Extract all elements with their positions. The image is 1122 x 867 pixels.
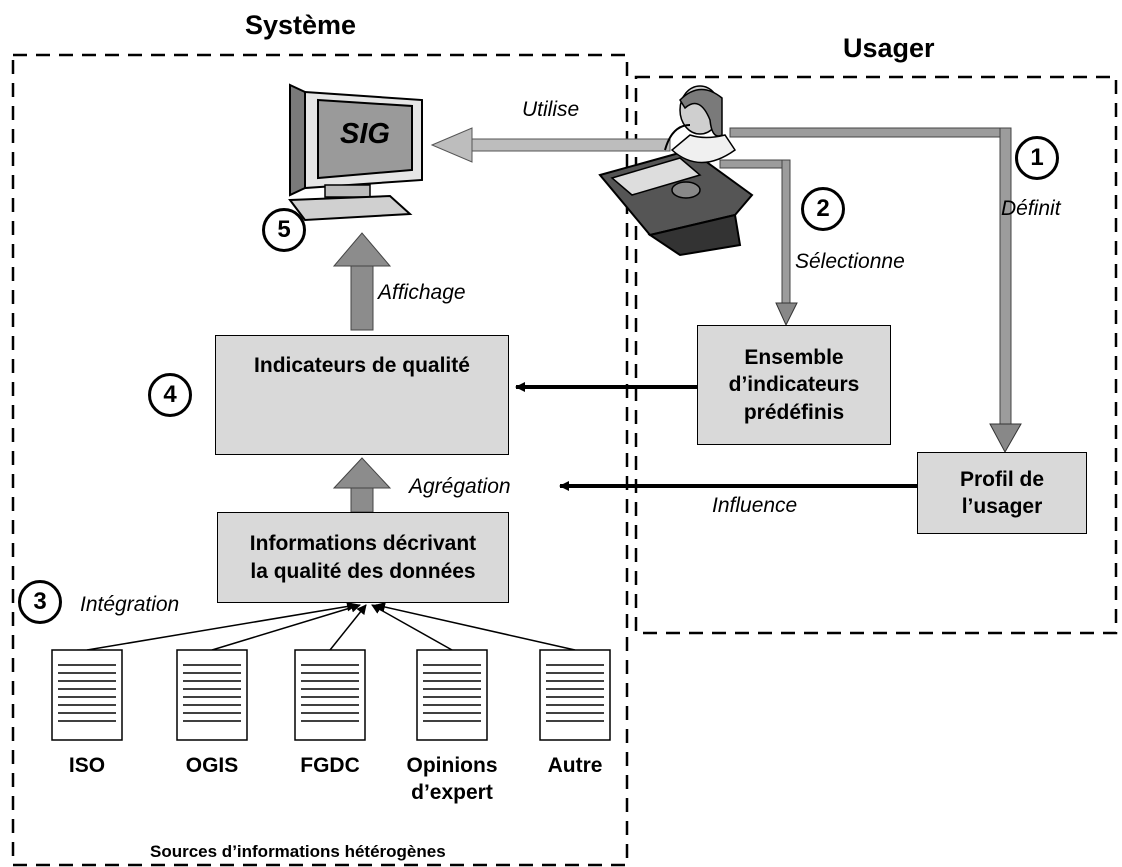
document-icon [416,649,488,741]
predefined-indicators-box: Ensemble d’indicateurs prédéfinis [697,325,891,445]
predefined-line-2: d’indicateurs [728,373,860,397]
profile-line-2: l’usager [961,495,1043,518]
agregation-arrow [332,457,392,513]
affichage-label: Affichage [378,281,466,304]
utilise-arrow [430,127,671,163]
sources-caption: Sources d’informations hétérogènes [150,842,446,861]
step-3-marker: 3 [18,580,62,624]
document-icon [539,649,611,741]
integration-lines [86,601,576,651]
document-icon [51,649,123,741]
document-icon [294,649,366,741]
selectionne-label: Sélectionne [795,250,905,273]
influence-label: Influence [712,494,798,517]
quality-indicators-box: Indicateurs de qualité [215,335,509,455]
source-label-ogis: OGIS [185,754,239,777]
source-label-iso: ISO [68,754,106,777]
step-2-marker: 2 [801,187,845,231]
agregation-label: Agrégation [409,475,511,498]
user-person-icon [598,85,754,257]
info-line-1: Informations décrivant [249,532,477,556]
profile-line-1: Profil de [959,467,1044,491]
user-region [634,75,1118,635]
source-label-fgdc: FGDC [300,754,360,777]
sig-label: SIG [340,118,390,150]
info-line-2: la qualité des données [250,559,476,583]
definit-label: Définit [1001,197,1061,220]
affichage-arrow [332,232,392,331]
system-title: Système [245,10,357,40]
source-label-other: Autre [547,754,603,777]
predefined-line-3: prédéfinis [743,400,845,424]
definit-arrow [729,127,1022,454]
utilise-label: Utilise [522,98,580,121]
step-4-marker: 4 [148,373,192,417]
quality-info-box: Informations décrivant la qualité des do… [217,512,509,603]
predefined-line-1: Ensemble [744,346,844,370]
user-title: Usager [843,33,935,63]
document-icon [176,649,248,741]
system-region [11,53,629,867]
step-5-marker: 5 [262,208,306,252]
selectionne-arrow [719,159,798,327]
source-label-expert: Opinions d’expert [406,754,498,805]
document-icons [51,649,611,741]
computer-icon [288,83,423,222]
quality-indicators-title: Indicateurs de qualité [254,354,470,377]
user-profile-box: Profil de l’usager [917,452,1087,534]
integration-label: Intégration [80,593,180,616]
step-1-marker: 1 [1015,136,1059,180]
